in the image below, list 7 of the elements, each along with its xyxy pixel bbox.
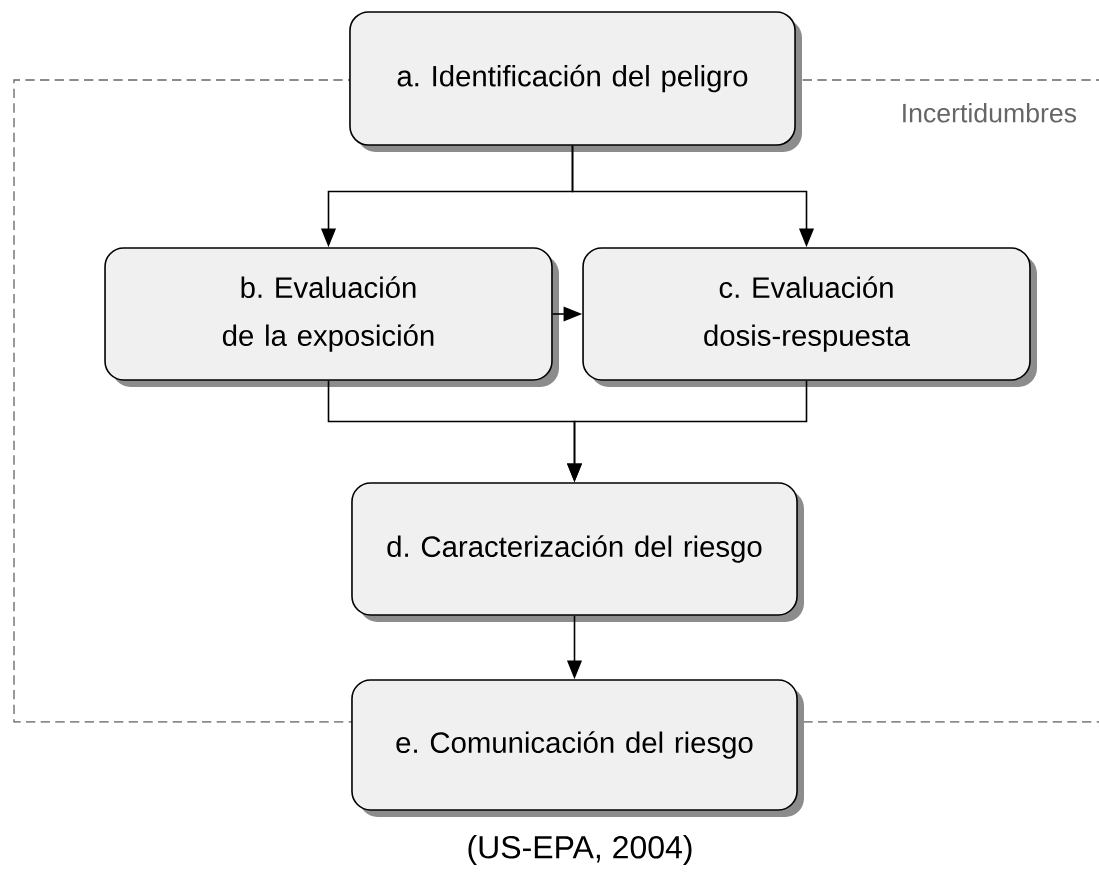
caption: (US-EPA, 2004): [468, 835, 692, 865]
region-label: Incertidumbres: [903, 102, 1077, 123]
process-box: a. Identificación del peligro: [349, 11, 802, 152]
process-box: b. Evaluación de la exposición: [104, 247, 559, 387]
process-box: e. Comunicación del riesgo: [351, 679, 804, 817]
process-box: c. Evaluación dosis-respuesta: [582, 247, 1037, 387]
process-box: d. Caracterización del riesgo: [351, 482, 804, 622]
